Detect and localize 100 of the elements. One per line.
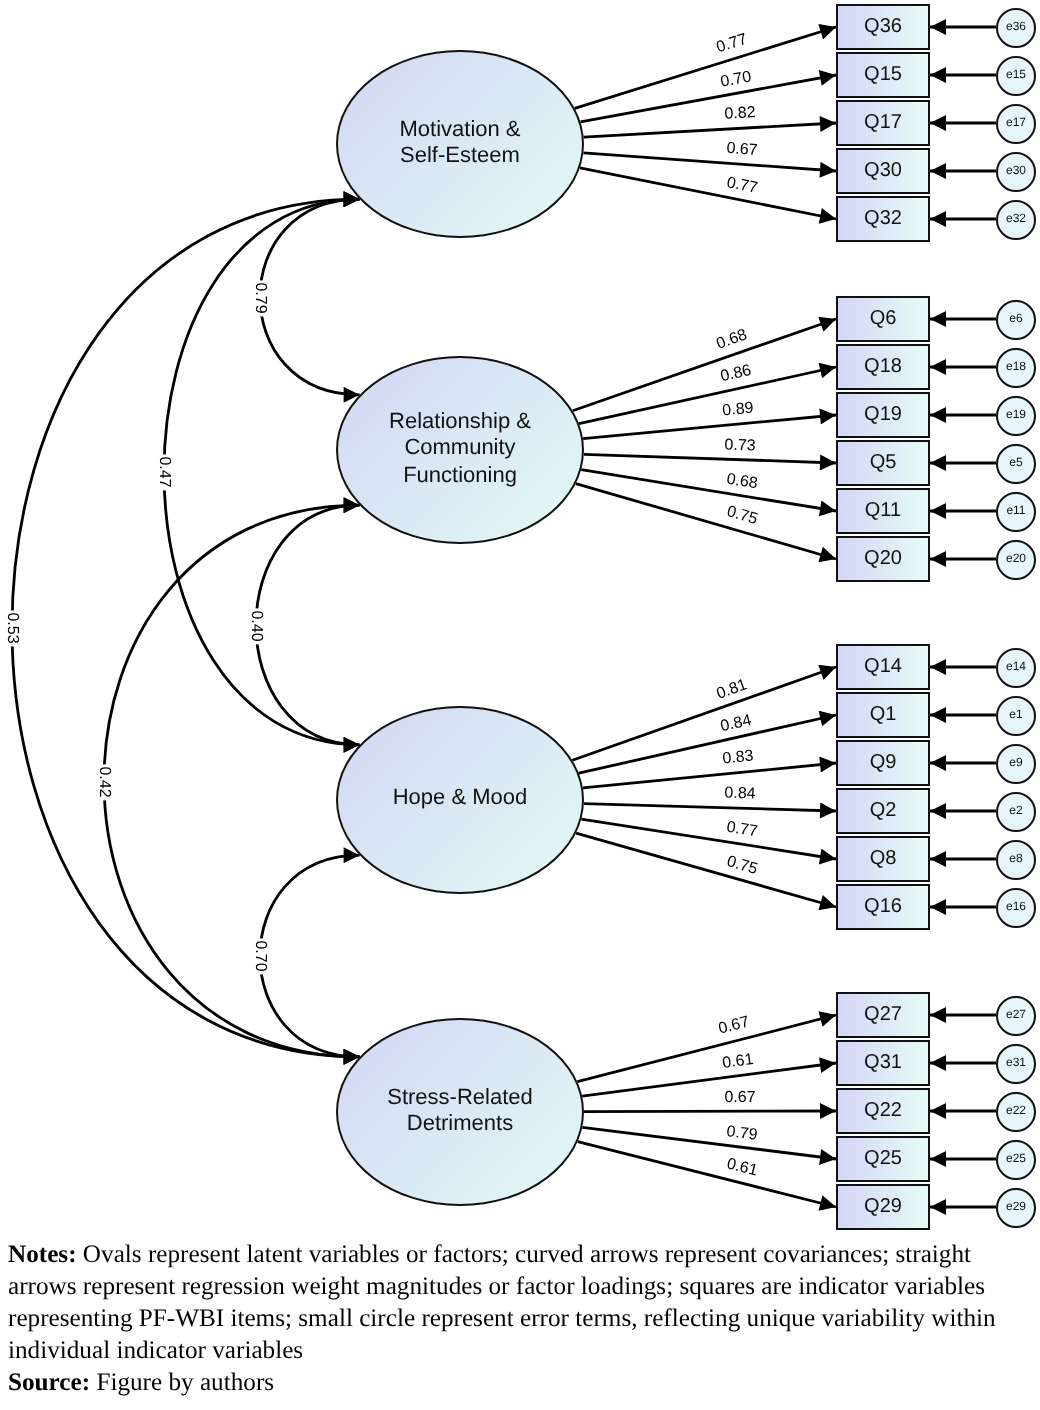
edge-label: 0.67 — [722, 140, 760, 160]
edge-label: 0.61 — [719, 1051, 757, 1072]
edge-label: 0.40 — [248, 607, 264, 643]
arrow — [930, 1103, 996, 1119]
indicator-box: Q20 — [836, 536, 930, 582]
arrow — [582, 756, 837, 790]
latent-variable-oval: Relationship & Community Functioning — [336, 356, 584, 544]
edge-label: 0.86 — [716, 363, 755, 387]
arrow — [930, 211, 996, 227]
edge-label: 0.81 — [711, 675, 751, 703]
indicator-box: Q19 — [836, 392, 930, 438]
edge-label: 0.42 — [96, 763, 112, 799]
arrow — [582, 408, 837, 440]
arrow — [930, 1151, 996, 1167]
edge-label: 0.68 — [712, 327, 751, 354]
arrow — [930, 163, 996, 179]
arrow — [584, 1103, 836, 1120]
source-text: Source: Figure by authors — [8, 1367, 277, 1400]
arrow — [582, 1057, 837, 1098]
indicator-box: Q18 — [836, 344, 930, 390]
indicator-box: Q15 — [836, 52, 930, 98]
indicator-box: Q14 — [836, 644, 930, 690]
covariance-arrow — [11, 193, 360, 1063]
arrow — [583, 452, 837, 471]
edge-label: 0.75 — [721, 504, 761, 530]
indicator-box: Q30 — [836, 148, 930, 194]
indicator-box: Q16 — [836, 884, 930, 930]
arrow — [577, 1011, 837, 1084]
arrow — [930, 659, 996, 675]
arrow — [579, 166, 837, 224]
latent-variable-oval: Hope & Mood — [336, 706, 584, 894]
edge-label: 0.73 — [722, 437, 759, 455]
indicator-box: Q27 — [836, 992, 930, 1038]
indicator-box: Q2 — [836, 788, 930, 834]
arrow — [583, 151, 837, 178]
edge-label: 0.70 — [717, 68, 756, 91]
arrow — [930, 311, 996, 327]
arrow — [930, 503, 996, 519]
edge-label: 0.67 — [722, 1089, 758, 1106]
arrow — [581, 817, 837, 865]
arrow — [930, 1055, 996, 1071]
edge-label: 0.79 — [252, 279, 268, 315]
edge-label: 0.70 — [252, 938, 268, 974]
indicator-box: Q36 — [836, 4, 930, 50]
indicator-box: Q32 — [836, 196, 930, 242]
latent-variable-oval: Motivation & Self-Esteem — [336, 50, 584, 238]
edge-label: 0.84 — [716, 711, 755, 736]
edge-label: 0.75 — [721, 852, 761, 878]
arrow — [583, 802, 837, 819]
arrow — [930, 899, 996, 915]
latent-variable-oval: Stress-Related Detriments — [336, 1018, 584, 1206]
arrow — [578, 710, 837, 775]
arrow — [572, 316, 837, 413]
indicator-box: Q31 — [836, 1040, 930, 1086]
arrow — [930, 67, 996, 83]
arrow — [581, 468, 837, 517]
edge-label: 0.84 — [722, 785, 759, 803]
edge-label: 0.47 — [156, 454, 172, 490]
arrow — [577, 1140, 837, 1211]
arrow — [575, 831, 837, 911]
indicator-box: Q9 — [836, 740, 930, 786]
arrow — [574, 24, 837, 110]
covariance-arrow — [258, 849, 360, 1063]
edge-label: 0.68 — [722, 470, 761, 493]
arrow — [930, 851, 996, 867]
arrow — [930, 407, 996, 423]
arrow — [930, 1007, 996, 1023]
arrow — [930, 19, 996, 35]
arrow — [930, 755, 996, 771]
indicator-box: Q22 — [836, 1088, 930, 1134]
edge-label: 0.61 — [722, 1156, 761, 1181]
indicator-box: Q1 — [836, 692, 930, 738]
arrow — [580, 70, 837, 124]
edge-label: 0.83 — [720, 748, 757, 769]
arrow — [582, 1125, 837, 1165]
edge-label: 0.82 — [721, 105, 758, 124]
arrow — [930, 707, 996, 723]
arrow — [930, 359, 996, 375]
edge-label: 0.77 — [722, 174, 761, 198]
indicator-box: Q6 — [836, 296, 930, 342]
arrow — [930, 1199, 996, 1215]
arrow — [930, 551, 996, 567]
indicator-box: Q17 — [836, 100, 930, 146]
arrow — [583, 115, 837, 139]
arrow — [575, 482, 837, 563]
indicator-box: Q11 — [836, 488, 930, 534]
edge-label: 0.89 — [720, 400, 757, 420]
indicator-box: Q8 — [836, 836, 930, 882]
indicator-box: Q29 — [836, 1184, 930, 1230]
arrow — [930, 803, 996, 819]
notes-text: Notes: Ovals represent latent variables or factors; curved arrows represent covariances; straight arrows represent regression weight magnitudes or factor loadings; squares are indicator variables representing PF-WBI items; small circle represent error terms, reflecting unique variability within individual indicator variables — [8, 1240, 998, 1368]
edge-label: 0.53 — [4, 610, 20, 646]
edge-label: 0.79 — [722, 1122, 760, 1144]
edge-label: 0.77 — [722, 819, 760, 841]
indicator-box: Q25 — [836, 1136, 930, 1182]
arrow — [571, 664, 837, 762]
arrow — [930, 455, 996, 471]
indicator-box: Q5 — [836, 440, 930, 486]
arrow — [578, 362, 837, 426]
arrow — [930, 115, 996, 131]
